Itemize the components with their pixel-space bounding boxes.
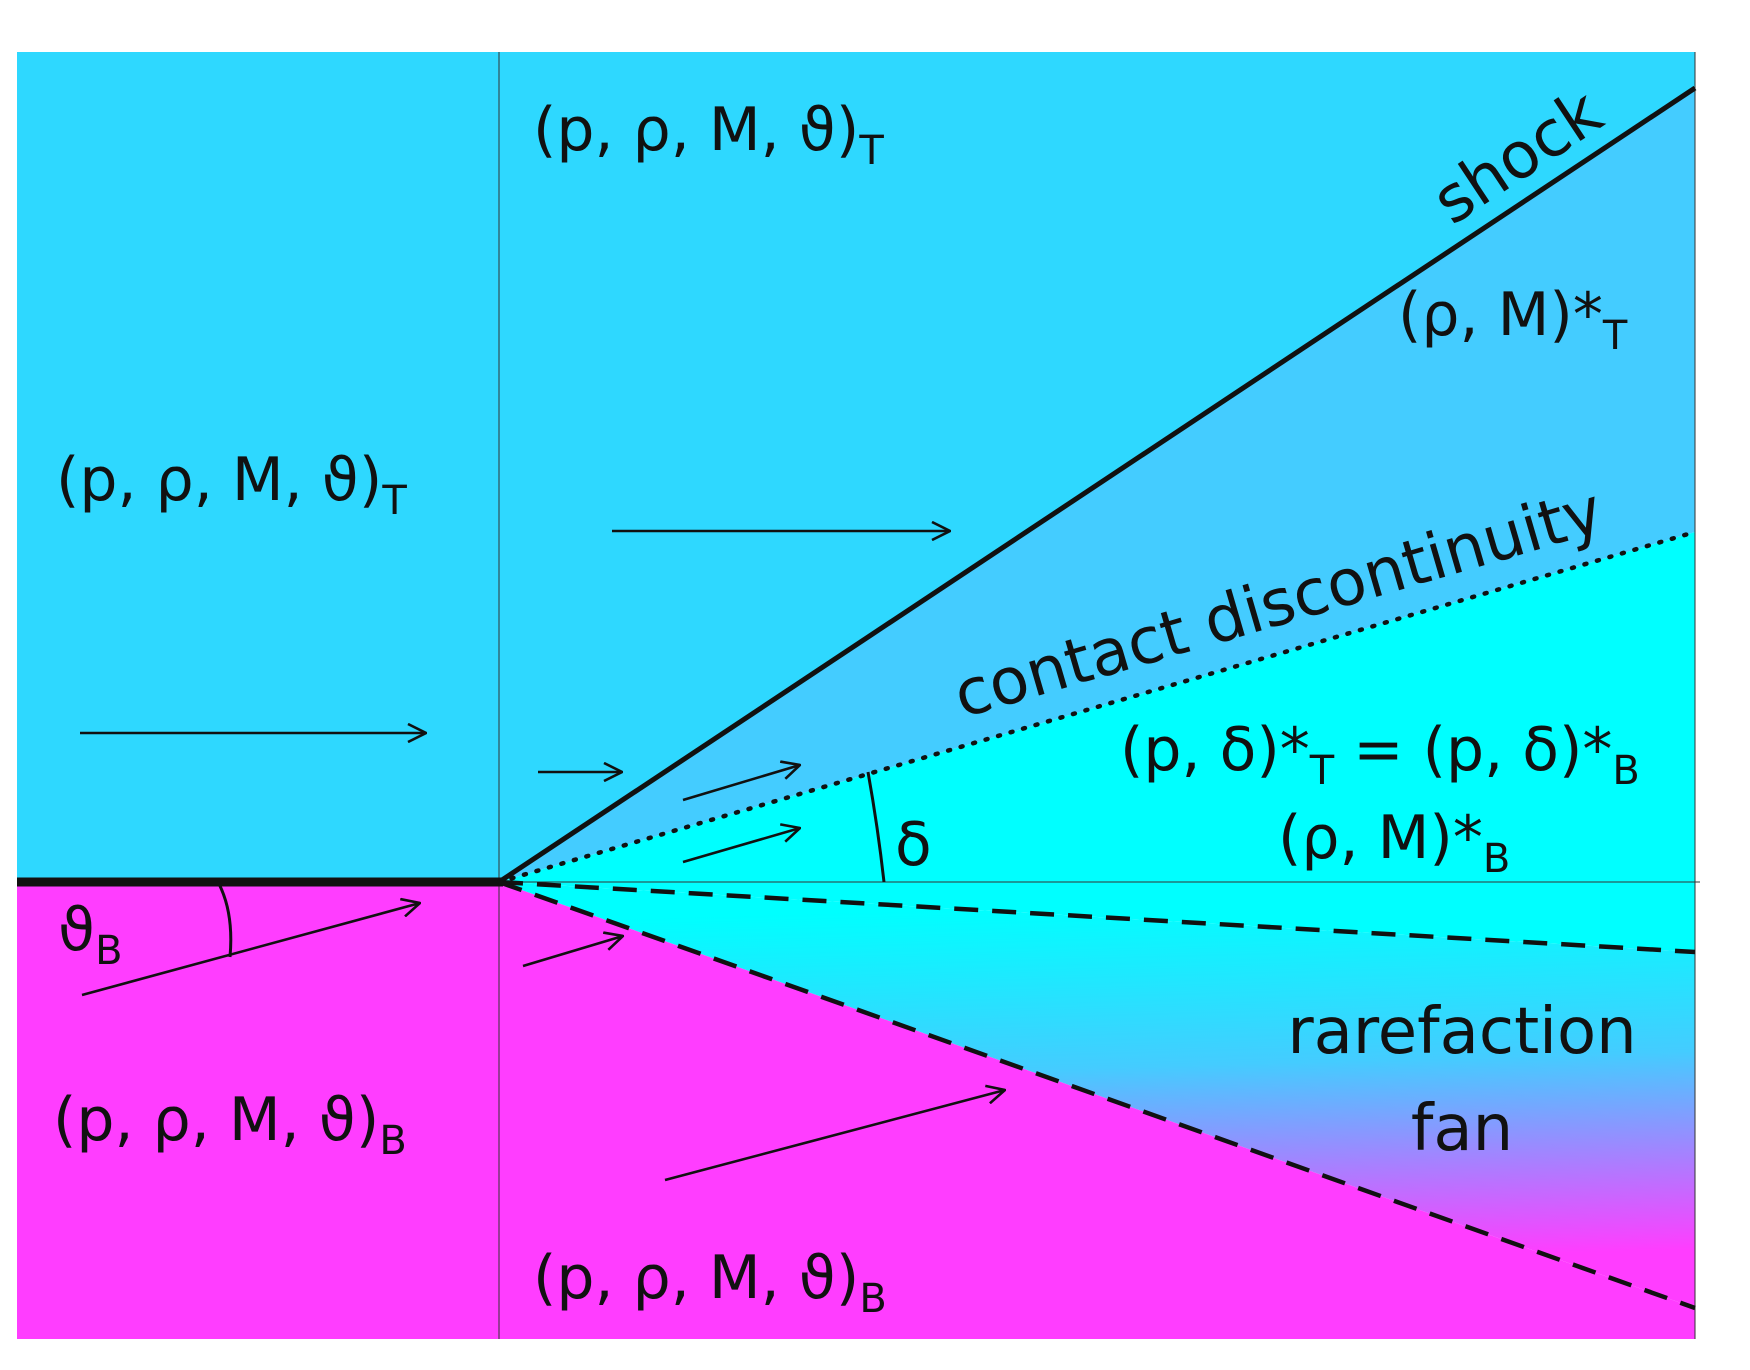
- rarefaction-label: rarefaction: [1287, 995, 1636, 1069]
- top-left-region: [17, 52, 499, 882]
- flow-arrow-bottom-left: [81, 903, 420, 997]
- bottom-left-state-label: (p, ρ, M, ϑ)B: [53, 1085, 407, 1164]
- rarefaction-tail-line: [498, 879, 1696, 1311]
- theta-b-angle-arc: [216, 881, 233, 958]
- top-star-state-label: (ρ, M)*T: [1398, 280, 1628, 359]
- flow-arrow-bottom-near: [522, 936, 623, 968]
- shock-line: [497, 85, 1697, 885]
- flow-arrow-deflected-upper: [682, 765, 800, 802]
- theta-b-label: ϑB: [58, 895, 123, 974]
- bottom-left-region: [17, 882, 499, 1339]
- top-right-state-label: (p, ρ, M, ϑ)T: [533, 95, 884, 174]
- bottom-right-state-label: (p, ρ, M, ϑ)B: [533, 1243, 887, 1322]
- top-undisturbed-region: [499, 52, 1695, 882]
- equality-label: (p, δ)*T = (p, δ)*B: [1120, 715, 1640, 794]
- post-contact-bottom-region: [499, 532, 1695, 952]
- bottom-star-state-label: (ρ, M)*B: [1278, 803, 1510, 882]
- rarefaction-head-line: [498, 879, 1696, 955]
- delta-angle-arc: [866, 771, 886, 883]
- fan-label: fan: [1411, 1092, 1513, 1166]
- flow-arrow-bottom-far: [664, 1090, 1005, 1182]
- top-left-state-label: (p, ρ, M, ϑ)T: [56, 445, 407, 524]
- delta-angle-label: δ: [895, 810, 932, 880]
- contact-discontinuity-line: [496, 529, 1698, 885]
- bottom-undisturbed-region: [499, 882, 1695, 1339]
- flow-arrow-deflected-lower: [682, 828, 800, 864]
